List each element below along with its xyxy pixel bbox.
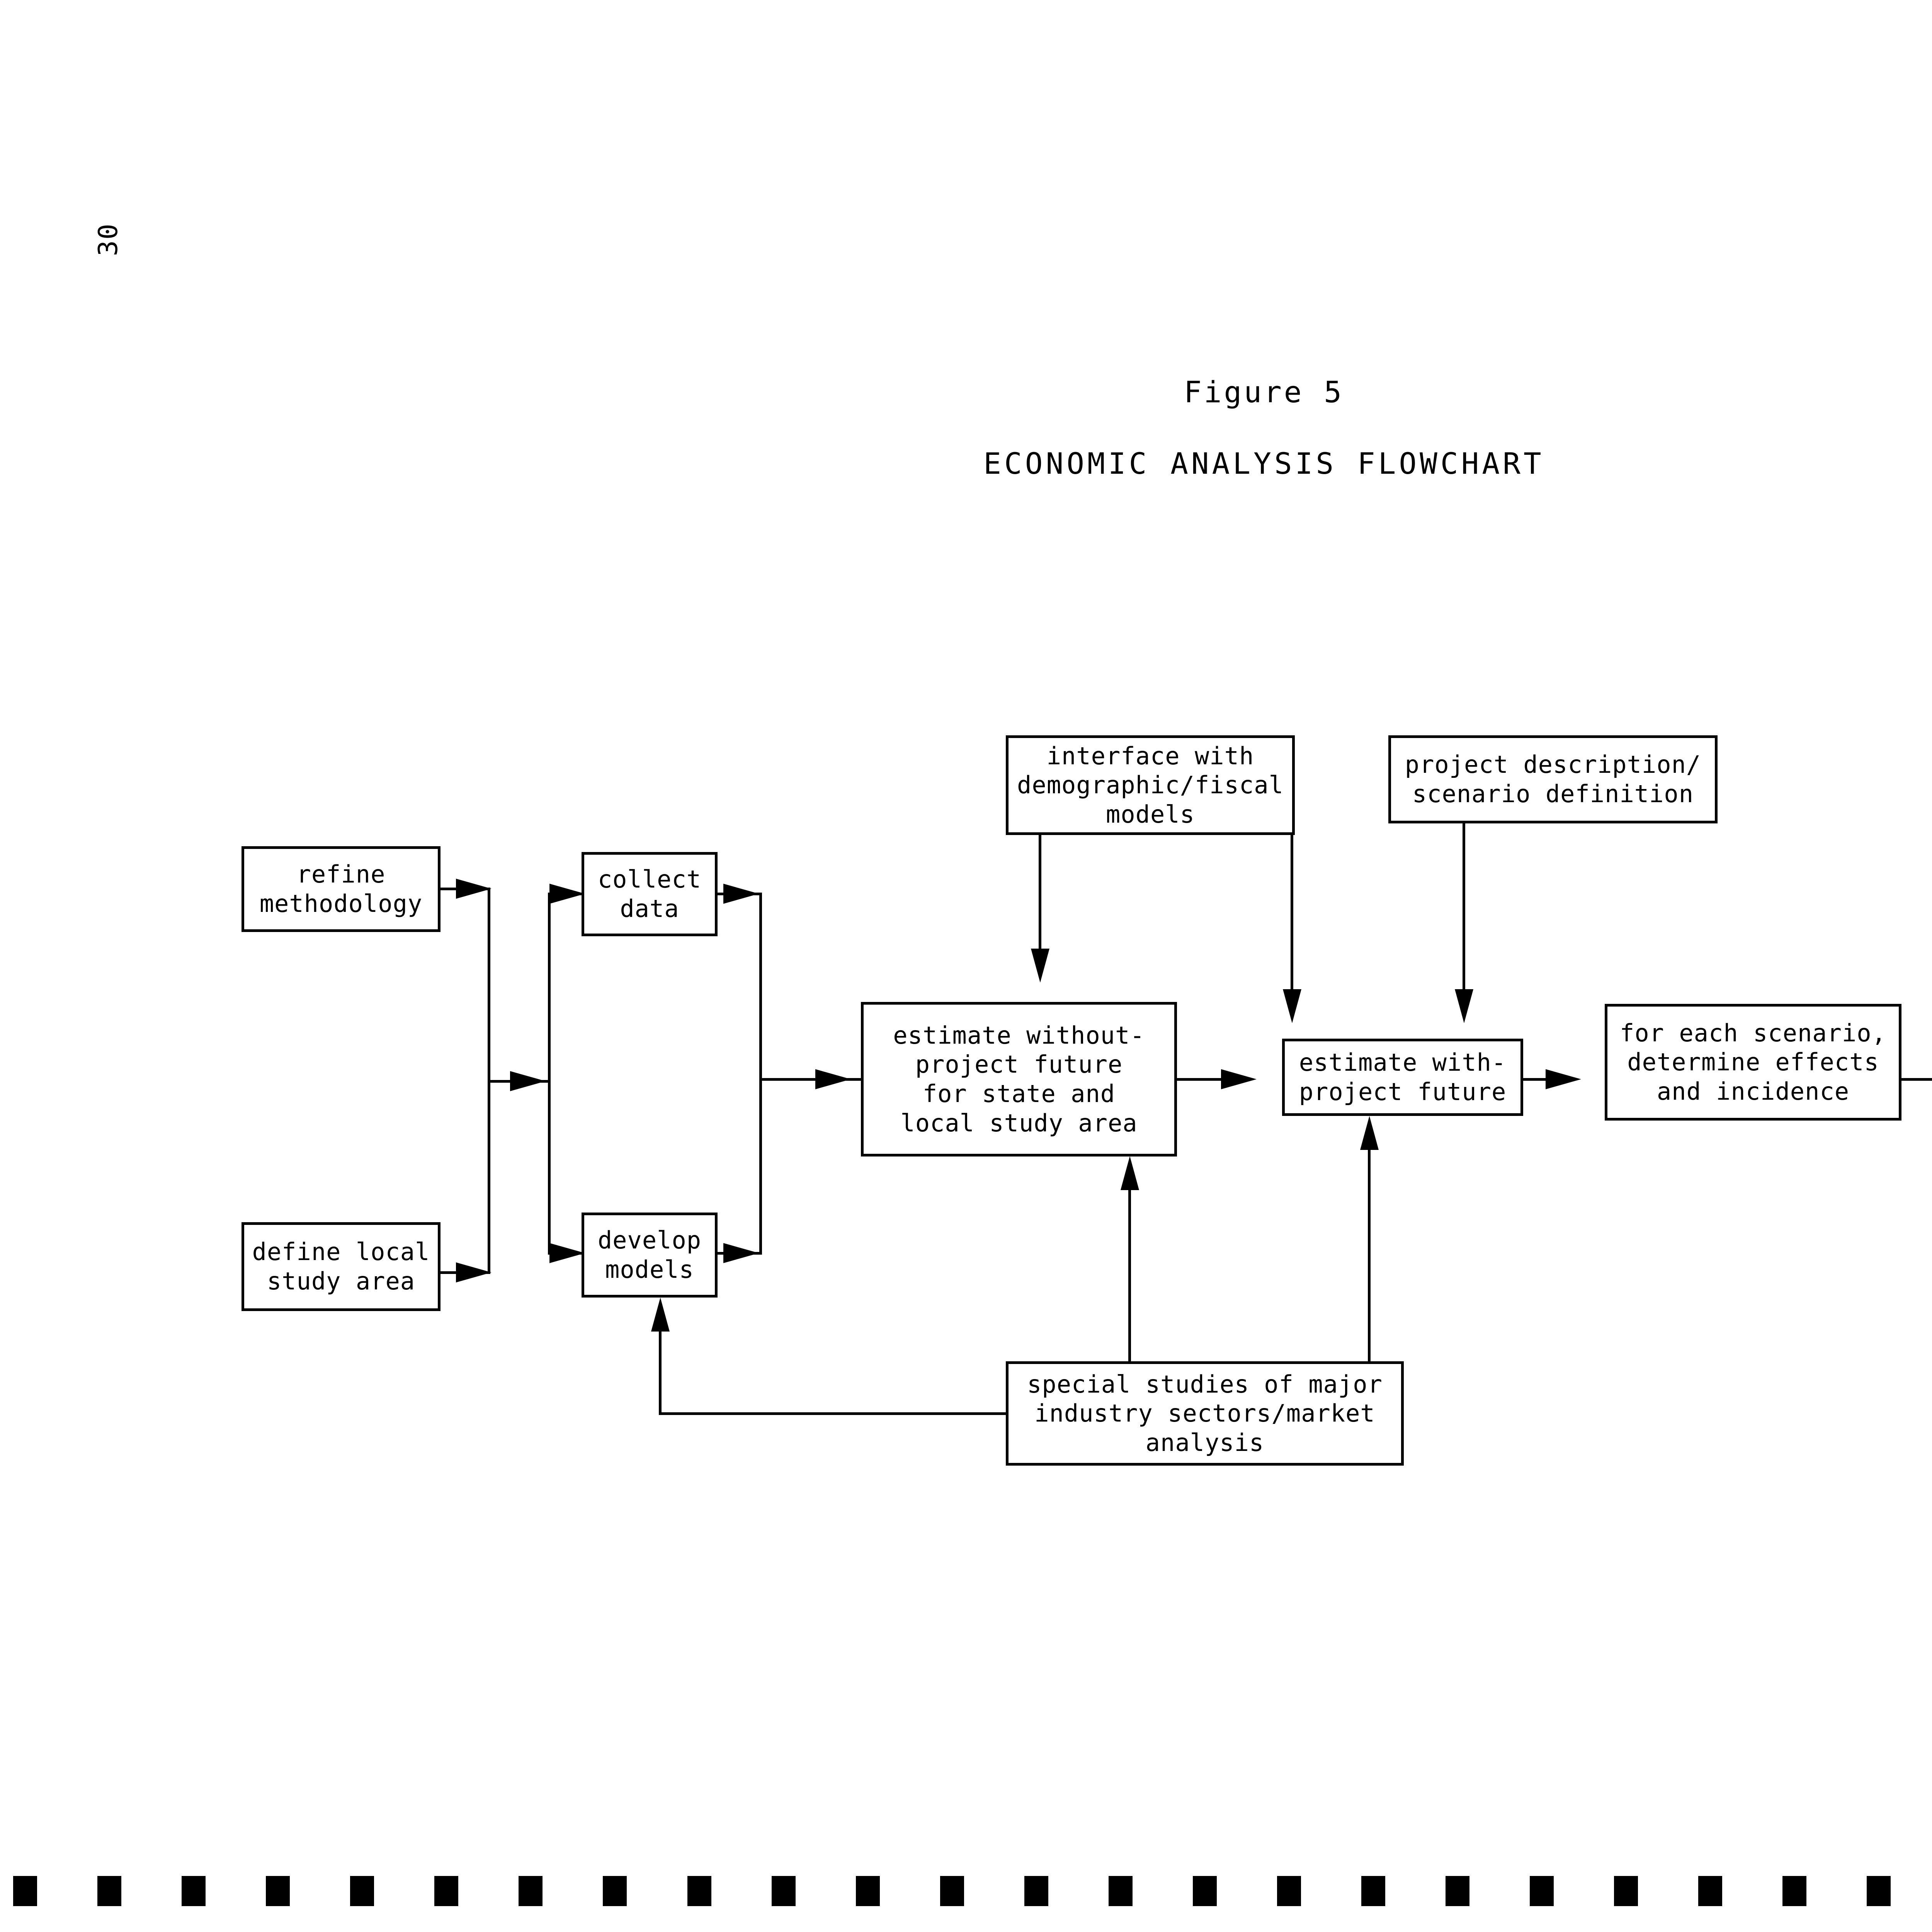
node-interface-demographic-fiscal-models[interactable]: interface with demographic/fiscal models [1006, 735, 1295, 835]
dash-segment [13, 1876, 37, 1906]
node-define-local-study-area[interactable]: define local study area [242, 1222, 440, 1311]
edge-busc-without [759, 1078, 863, 1081]
edge-interface-with [1291, 835, 1293, 1009]
dash-segment [1193, 1876, 1217, 1906]
dash-segment [687, 1876, 711, 1906]
dash-segment [1530, 1876, 1554, 1906]
dash-segment [182, 1876, 206, 1906]
figure-caption: ECONOMIC ANALYSIS FLOWCHART [983, 446, 1544, 481]
node-refine-methodology[interactable]: refine methodology [242, 846, 440, 932]
dash-segment [772, 1876, 796, 1906]
node-estimate-without-project-future[interactable]: estimate without- project future for sta… [861, 1002, 1177, 1156]
edge-interface-without [1039, 835, 1041, 970]
dash-segment [1446, 1876, 1469, 1906]
arrowhead-busc-without [815, 1069, 851, 1089]
arrowhead-without-with [1221, 1069, 1257, 1089]
arrowhead-projdesc-with [1455, 989, 1473, 1023]
dash-segment [1361, 1876, 1385, 1906]
arrowhead-define-out [456, 1262, 492, 1282]
edge-scenario-mitigation [1901, 1078, 1932, 1081]
figure-label: Figure 5 [1184, 375, 1344, 409]
arrowhead-busa-busb [510, 1071, 546, 1091]
dash-segment [856, 1876, 880, 1906]
arrowhead-with-scenario [1546, 1069, 1581, 1089]
edge-bus-b [548, 893, 551, 1254]
edge-special-develop-v [659, 1325, 662, 1414]
dash-segment [519, 1876, 543, 1906]
page-number: 30 [93, 223, 124, 256]
dash-segment [1109, 1876, 1133, 1906]
dash-segment [350, 1876, 374, 1906]
dash-segment [1782, 1876, 1806, 1906]
dash-segment [266, 1876, 290, 1906]
arrowhead-interface-without [1031, 949, 1049, 983]
node-for-each-scenario-determine-effects[interactable]: for each scenario, determine effects and… [1605, 1004, 1901, 1121]
dash-segment [940, 1876, 964, 1906]
node-project-description-scenario-definition[interactable]: project description/ scenario definition [1388, 735, 1718, 823]
arrowhead-interface-with [1283, 989, 1301, 1023]
dash-segment [97, 1876, 121, 1906]
node-develop-models[interactable]: develop models [582, 1213, 718, 1298]
arrowhead-collect-out [723, 884, 759, 904]
dash-segment [1024, 1876, 1048, 1906]
dash-segment [1277, 1876, 1301, 1906]
edge-special-without [1128, 1190, 1131, 1363]
edge-without-with [1177, 1078, 1247, 1081]
dash-segment [1698, 1876, 1722, 1906]
arrowhead-refine-out [456, 879, 492, 899]
dash-segment [1867, 1876, 1891, 1906]
arrowhead-special-with [1360, 1116, 1379, 1150]
edge-bus-c [759, 893, 762, 1255]
edge-special-with [1368, 1150, 1371, 1363]
arrowhead-busb-develop [549, 1243, 585, 1263]
arrowhead-special-without [1121, 1156, 1139, 1190]
arrowhead-develop-out [723, 1243, 759, 1263]
bottom-dashed-rule [0, 1876, 1932, 1907]
node-collect-data[interactable]: collect data [582, 852, 718, 936]
dash-segment [434, 1876, 458, 1906]
dash-segment [1614, 1876, 1638, 1906]
edge-projdesc-with [1463, 823, 1465, 1009]
dash-segment [603, 1876, 627, 1906]
node-special-studies-industry-sectors[interactable]: special studies of major industry sector… [1006, 1361, 1404, 1466]
arrowhead-special-develop [651, 1298, 670, 1332]
edge-special-develop-h [659, 1412, 1007, 1415]
node-estimate-with-project-future[interactable]: estimate with- project future [1282, 1039, 1523, 1116]
arrowhead-busb-collect [549, 884, 585, 904]
